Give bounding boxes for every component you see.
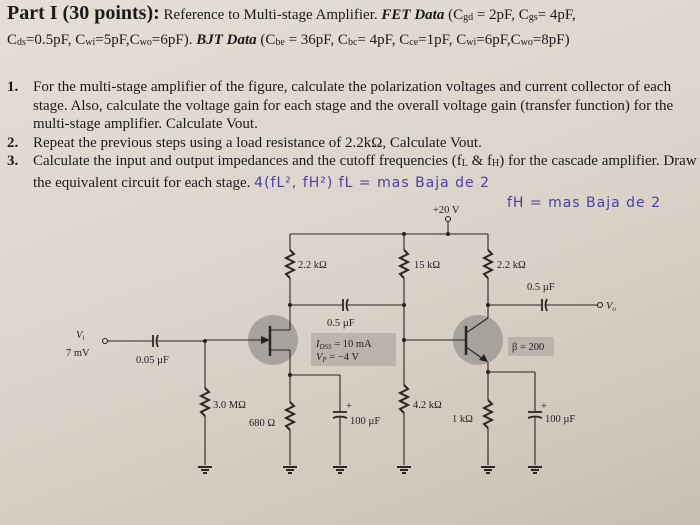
drain-resistor-label: 2.2 kΩ bbox=[298, 260, 327, 271]
header-line-1: Part I (30 points): Reference to Multi-s… bbox=[7, 2, 576, 24]
bias-resistor-4k2 bbox=[397, 384, 411, 414]
gate-resistor bbox=[198, 387, 212, 417]
header-line-2: Cds=0.5pF, Cwi=5pF,Cwo=6pF). BJT Data (C… bbox=[7, 32, 570, 48]
bias-resistor-15k bbox=[397, 249, 411, 279]
emitter-cap-plus: + bbox=[541, 401, 547, 412]
collector-resistor bbox=[481, 249, 495, 279]
fet-data-label: FET Data bbox=[381, 7, 445, 23]
jfet-parameter-box bbox=[311, 333, 396, 366]
emitter-resistor bbox=[481, 399, 495, 429]
source-cap-label: 100 µF bbox=[350, 416, 380, 427]
handwritten-note-2: fH = mas Baja de 2 bbox=[507, 195, 662, 211]
assignment-header: Part I (30 points): Reference to Multi-s… bbox=[7, 2, 697, 54]
emitter-cap-label: 100 µF bbox=[545, 414, 575, 425]
output-terminal bbox=[596, 301, 604, 309]
gate-resistor-label: 3.0 MΩ bbox=[213, 400, 246, 411]
emitter-resistor-label: 1 kΩ bbox=[452, 414, 473, 425]
task-list: 1. For the multi-stage amplifier of the … bbox=[7, 78, 697, 192]
drain-resistor bbox=[283, 249, 297, 279]
bjt-parameter-box bbox=[508, 337, 554, 356]
vi-label: Vi bbox=[76, 330, 84, 342]
supply-label: +20 V bbox=[433, 205, 460, 216]
task-item-2: 2. Repeat the previous steps using a loa… bbox=[7, 134, 482, 151]
output-cap-label: 0.5 µF bbox=[527, 282, 555, 293]
beta-label: β = 200 bbox=[512, 342, 544, 353]
part-title: Part I (30 points) bbox=[7, 2, 154, 24]
input-cap-label: 0.05 µF bbox=[136, 355, 169, 366]
vo-label: Vo bbox=[606, 301, 616, 313]
supply-terminal bbox=[444, 215, 452, 223]
task-item-3: 3. Calculate the input and output impeda… bbox=[7, 153, 697, 191]
r15k-label: 15 kΩ bbox=[414, 260, 440, 271]
ground-symbols bbox=[198, 466, 542, 474]
vi-value: 7 mV bbox=[66, 348, 90, 359]
input-terminal bbox=[101, 337, 109, 345]
vp-label: VP = −4 V bbox=[316, 352, 359, 364]
source-resistor bbox=[283, 401, 297, 431]
source-resistor-label: 680 Ω bbox=[249, 418, 275, 429]
bjt-data-label: BJT Data bbox=[196, 32, 257, 48]
source-cap-plus: + bbox=[346, 401, 352, 412]
jfet-symbol bbox=[248, 315, 298, 365]
coupling-cap-label: 0.5 µF bbox=[327, 318, 355, 329]
intro-text: Reference to Multi-stage Amplifier. bbox=[159, 7, 382, 23]
collector-resistor-label: 2.2 kΩ bbox=[497, 260, 526, 271]
idss-label: IDSS = 10 mA bbox=[315, 339, 372, 351]
task-item-1: 1. For the multi-stage amplifier of the … bbox=[7, 79, 674, 132]
handwritten-note-1: 4(fL², fH²) fL = mas Baja de 2 bbox=[254, 174, 491, 191]
r4k2-label: 4.2 kΩ bbox=[413, 400, 442, 411]
